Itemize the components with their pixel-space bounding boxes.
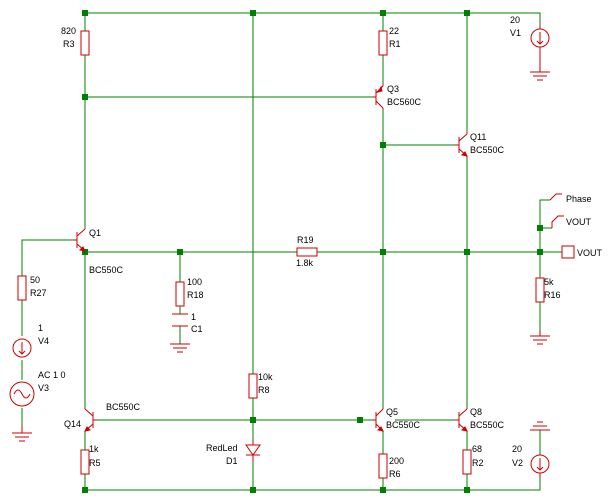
label-q5-model: BC550C [386, 420, 421, 430]
junction-dot [82, 10, 88, 16]
label-c1-value: 1 [191, 312, 196, 322]
label-r27-name: R27 [30, 288, 47, 298]
label-q11-name: Q11 [470, 132, 486, 142]
output-port-vout [561, 245, 575, 259]
label-c1-name: C1 [191, 324, 203, 334]
junction-dot [82, 487, 88, 493]
junction-dot [82, 94, 88, 100]
label-d1-value: RedLed [206, 443, 238, 453]
label-r5-value: 1k [89, 444, 99, 454]
transistor-q14 [84, 408, 97, 432]
resistor-r1 [378, 30, 388, 56]
resistor-r19 [296, 247, 318, 257]
label-d1-name: D1 [226, 456, 238, 466]
label-v4-value: 1 [38, 323, 43, 333]
probe-vout [551, 215, 564, 228]
label-q5-name: Q5 [386, 407, 398, 417]
junction-dot [537, 225, 543, 231]
junction-dot [464, 249, 470, 255]
label-v1-value: 20 [510, 15, 520, 25]
label-r1-value: 22 [389, 26, 399, 36]
label-r3-value: 820 [61, 26, 76, 36]
voltage-source-v1 [530, 25, 550, 81]
label-r8-value: 10k [258, 372, 273, 382]
wires [21, 12, 562, 491]
label-q14-name: Q14 [64, 419, 81, 429]
label-r3-name: R3 [63, 39, 75, 49]
ground-c1 [170, 343, 190, 353]
junction-dot [82, 249, 88, 255]
label-v2-value: 20 [512, 444, 522, 454]
label-r6-value: 200 [389, 456, 404, 466]
resistor-r16 [535, 277, 545, 303]
resistor-r27 [17, 275, 27, 301]
label-r5-name: R5 [89, 458, 101, 468]
label-q8-name: Q8 [470, 407, 482, 417]
ground-r16 [530, 330, 550, 345]
label-q14-model: BC550C [106, 402, 141, 412]
resistor-r3 [80, 30, 90, 56]
label-r2-value: 68 [472, 444, 482, 454]
ac-source-v3 [9, 381, 35, 442]
resistor-r18 [175, 281, 185, 307]
label-r8-name: R8 [258, 385, 270, 395]
label-r19-name: R19 [297, 235, 314, 245]
label-r6-name: R6 [389, 469, 401, 479]
resistor-r5 [80, 449, 90, 475]
label-vout-probe: VOUT [566, 217, 592, 227]
probe-phase [549, 193, 562, 201]
label-r16-name: R16 [544, 290, 561, 300]
capacitor-c1 [172, 313, 188, 327]
label-r2-name: R2 [472, 458, 484, 468]
junction-dot [380, 10, 386, 16]
resistor-r6 [378, 453, 388, 479]
resistor-r8 [248, 373, 258, 399]
label-vout-port: VOUT [577, 248, 603, 258]
labels: 820 R3 22 R1 20 V1 Q3 BC560C Q11 BC550C … [30, 15, 603, 479]
junction-dot [380, 487, 386, 493]
voltage-source-v2 [530, 421, 550, 478]
label-v3-value: AC 1 0 [38, 370, 66, 380]
label-q1-model: BC550C [89, 265, 124, 275]
label-v1-name: V1 [510, 28, 521, 38]
label-r27-value: 50 [30, 275, 40, 285]
junction-dot [380, 249, 386, 255]
junctions [82, 10, 543, 493]
label-r18-value: 100 [187, 277, 202, 287]
junction-dot [250, 417, 256, 423]
label-r19-value: 1.8k [296, 258, 314, 268]
label-q8-model: BC550C [470, 420, 505, 430]
transistor-q8 [455, 408, 468, 432]
label-r16-value: 5k [544, 277, 554, 287]
label-q1-name: Q1 [89, 228, 101, 238]
label-phase-probe: Phase [566, 194, 592, 204]
voltage-source-v4 [12, 338, 32, 358]
label-v3-name: V3 [38, 383, 49, 393]
junction-dot [250, 487, 256, 493]
junction-dot [250, 10, 256, 16]
junction-dot [537, 249, 543, 255]
resistor-r2 [462, 449, 472, 475]
label-q3-name: Q3 [387, 84, 399, 94]
transistor-q11 [455, 132, 468, 158]
junction-dot [464, 487, 470, 493]
label-v4-name: V4 [38, 336, 49, 346]
label-q3-model: BC560C [387, 97, 422, 107]
label-r18-name: R18 [187, 290, 204, 300]
junction-dot [177, 249, 183, 255]
label-r1-name: R1 [389, 39, 401, 49]
junction-dot [380, 142, 386, 148]
transistor-q1 [73, 228, 86, 252]
label-q11-model: BC550C [470, 145, 505, 155]
led-d1 [245, 440, 261, 462]
label-v2-name: V2 [512, 458, 523, 468]
junction-dot [464, 10, 470, 16]
transistor-q3 [372, 84, 384, 110]
transistor-q5 [372, 408, 384, 432]
junction-dot [357, 417, 363, 423]
